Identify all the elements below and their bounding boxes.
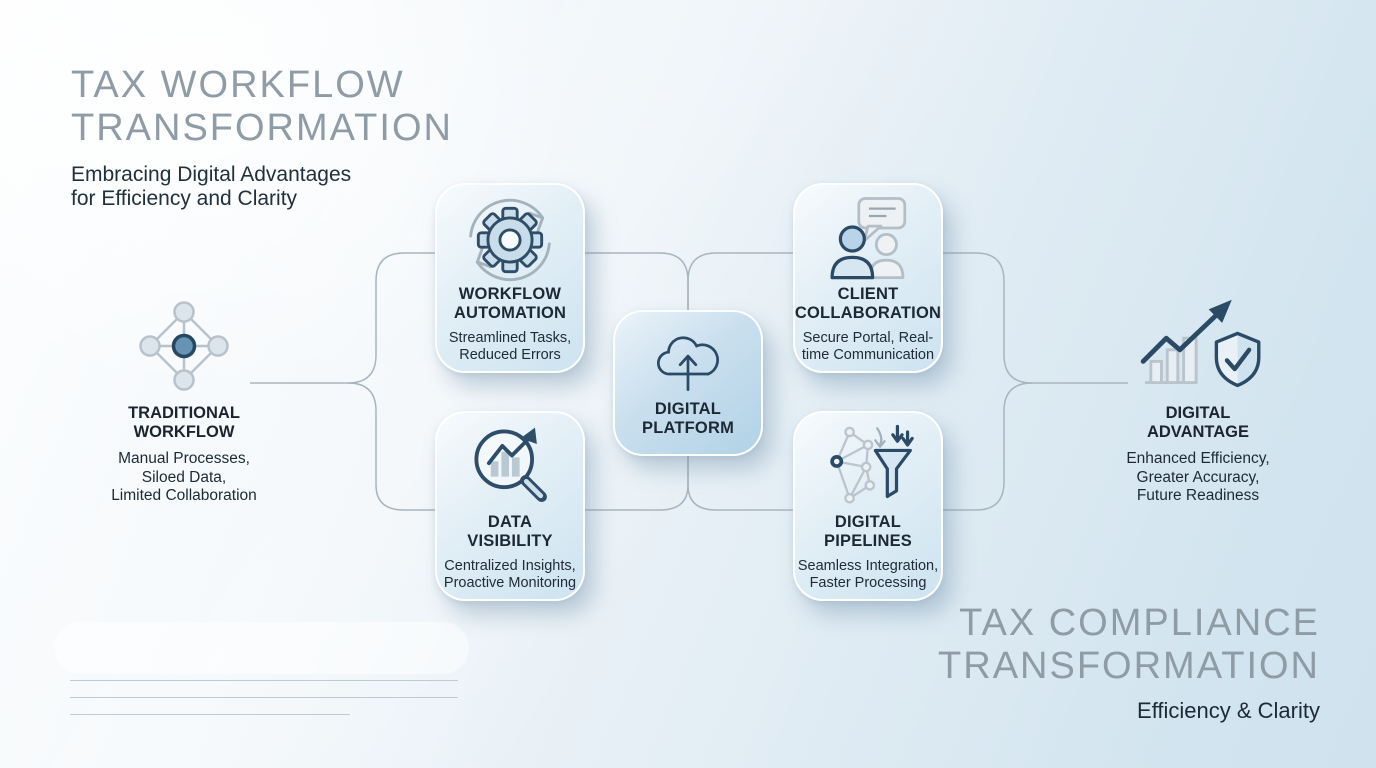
card-title-line1: DIGITAL: [834, 513, 902, 531]
placeholder-line-2: [70, 697, 458, 698]
card-title-line1: DATA: [487, 513, 533, 531]
page-title: TAX WORKFLOW TRANSFORMATION: [71, 64, 453, 150]
card-title-line2: AUTOMATION: [453, 304, 567, 322]
card-desc-line2: time Communication: [801, 346, 935, 363]
card-title-line2: VISIBILITY: [467, 532, 553, 550]
digital-advantage-desc: Enhanced Efficiency, Greater Accuracy, F…: [1078, 450, 1318, 506]
footer-block: TAX COMPLIANCE TRANSFORMATION Efficiency…: [938, 602, 1320, 724]
digital-advantage-desc-line1: Enhanced Efficiency,: [1126, 450, 1270, 467]
page-subtitle: Embracing Digital Advantages for Efficie…: [71, 163, 453, 211]
card-title-line1: CLIENT: [837, 285, 899, 303]
card-digital-platform: DIGITAL PLATFORM: [613, 310, 763, 456]
footer-title-line2: TRANSFORMATION: [938, 645, 1320, 687]
page-subtitle-line2: for Efficiency and Clarity: [71, 187, 298, 210]
gear-sync-icon: [462, 193, 558, 285]
card-data-visibility: DATA VISIBILITY Centralized Insights, Pr…: [435, 411, 585, 601]
card-desc: Centralized Insights, Proactive Monitori…: [444, 558, 576, 591]
digital-advantage-title-line2: ADVANTAGE: [1146, 422, 1250, 441]
card-title-line2: PLATFORM: [641, 419, 735, 437]
card-desc-line2: Reduced Errors: [459, 346, 561, 363]
placeholder-line-3: [70, 714, 350, 715]
digital-advantage-desc-line2: Greater Accuracy,: [1136, 468, 1260, 486]
digital-advantage-label: DIGITAL ADVANTAGE Enhanced Efficiency, G…: [1078, 404, 1318, 506]
card-desc: Streamlined Tasks, Reduced Errors: [449, 330, 571, 363]
card-desc-line2: Faster Processing: [809, 574, 927, 591]
card-title-line1: DIGITAL: [654, 400, 722, 418]
card-desc-line1: Centralized Insights,: [444, 558, 576, 574]
card-desc-line1: Seamless Integration,: [797, 558, 939, 574]
growth-shield-icon: [1140, 299, 1261, 388]
footer-title: TAX COMPLIANCE TRANSFORMATION: [938, 602, 1320, 688]
page-title-line2: TRANSFORMATION: [71, 107, 453, 149]
card-title: DIGITAL PIPELINES: [824, 513, 912, 551]
digital-advantage-title: DIGITAL ADVANTAGE: [1078, 404, 1318, 441]
card-workflow-automation: WORKFLOW AUTOMATION Streamlined Tasks, R…: [435, 183, 585, 373]
card-desc: Seamless Integration, Faster Processing: [798, 558, 938, 591]
traditional-workflow-node: [134, 296, 234, 401]
network-diamond-icon: [139, 301, 229, 391]
placeholder-line-1: [70, 680, 458, 681]
traditional-workflow-title-line1: TRADITIONAL: [128, 404, 240, 422]
card-title: WORKFLOW AUTOMATION: [454, 285, 566, 323]
network-funnel-icon: [821, 421, 915, 513]
digital-advantage-desc-line3: Future Readiness: [1136, 487, 1260, 504]
traditional-workflow-desc: Manual Processes, Siloed Data, Limited C…: [64, 450, 304, 506]
page-subtitle-line1: Embracing Digital Advantages: [71, 163, 352, 186]
card-title-line1: WORKFLOW: [458, 285, 562, 303]
card-title-line2: PIPELINES: [824, 532, 912, 550]
footer-subtitle: Efficiency & Clarity: [1137, 698, 1320, 723]
card-title: DIGITAL PLATFORM: [642, 400, 734, 438]
magnifier-chart-icon: [462, 421, 558, 513]
traditional-workflow-desc-line3: Limited Collaboration: [111, 487, 257, 504]
page-title-line1: TAX WORKFLOW: [71, 64, 405, 106]
people-chat-icon: [821, 193, 915, 285]
digital-advantage-node: [1136, 292, 1264, 403]
traditional-workflow-title: TRADITIONAL WORKFLOW: [64, 404, 304, 441]
card-desc-line1: Secure Portal, Real-: [802, 330, 934, 346]
traditional-workflow-desc-line2: Siloed Data,: [141, 468, 227, 486]
card-desc: Secure Portal, Real- time Communication: [802, 330, 934, 363]
digital-advantage-title-line1: DIGITAL: [1165, 404, 1231, 422]
traditional-workflow-desc-line1: Manual Processes,: [118, 450, 250, 467]
footer-title-line1: TAX COMPLIANCE: [959, 602, 1320, 644]
placeholder-panel: [55, 622, 469, 674]
header-block: TAX WORKFLOW TRANSFORMATION Embracing Di…: [71, 64, 453, 211]
card-title: DATA VISIBILITY: [467, 513, 552, 551]
traditional-workflow-label: TRADITIONAL WORKFLOW Manual Processes, S…: [64, 404, 304, 506]
card-desc-line1: Streamlined Tasks,: [448, 330, 572, 346]
cloud-upload-icon: [647, 320, 729, 400]
traditional-workflow-title-line2: WORKFLOW: [133, 422, 235, 441]
card-client-collaboration: CLIENT COLLABORATION Secure Portal, Real…: [793, 183, 943, 373]
card-desc-line2: Proactive Monitoring: [443, 574, 577, 591]
card-title-line2: COLLABORATION: [794, 304, 942, 322]
card-title: CLIENT COLLABORATION: [795, 285, 941, 323]
card-digital-pipelines: DIGITAL PIPELINES Seamless Integration, …: [793, 411, 943, 601]
